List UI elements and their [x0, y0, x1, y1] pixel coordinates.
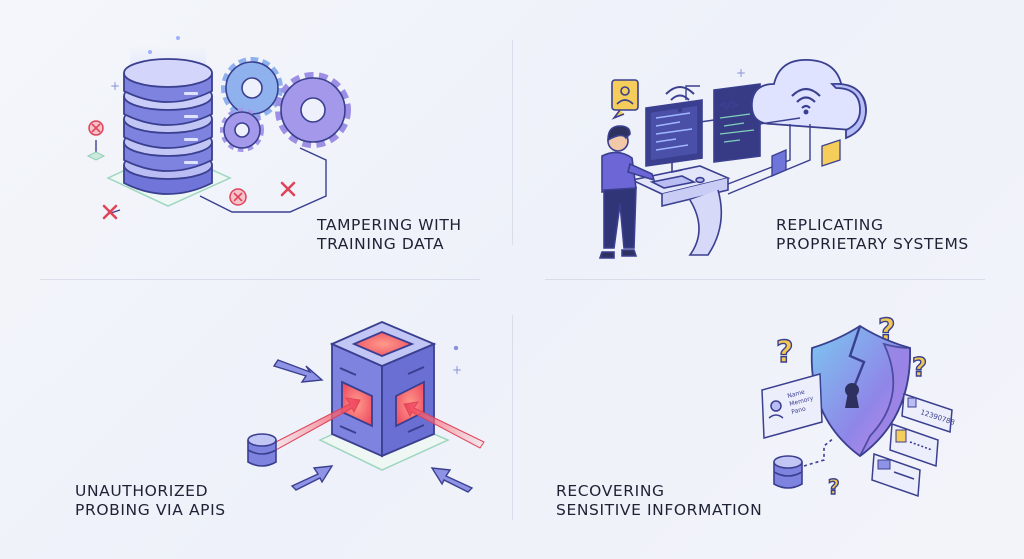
code-panel-icon: </> [713, 83, 761, 163]
database-icon [247, 433, 277, 467]
shield-icon [810, 324, 911, 458]
server-stack-icon: + [106, 36, 232, 207]
gear-icon [220, 57, 351, 152]
code-glyph: </> [720, 100, 738, 111]
doc-line-1: Name [787, 389, 806, 400]
document-card: Name Memory Pano [761, 373, 823, 439]
svg-text:?: ? [912, 353, 927, 383]
desk-workstation [629, 165, 731, 256]
doc-line-3: Pano [791, 405, 807, 416]
message-card [871, 452, 921, 498]
horizontal-divider-right [545, 279, 985, 280]
wifi-icon [665, 86, 695, 113]
panel-label-tampering: TAMPERING WITH TRAINING DATA [317, 216, 462, 253]
sparkle-plus: + [736, 66, 746, 80]
svg-text:?: ? [776, 335, 793, 370]
core-box-icon [329, 321, 437, 458]
person-icon [598, 125, 656, 259]
vertical-divider-bottom [512, 315, 513, 520]
id-number-card: 12390788 [901, 392, 956, 434]
lock-icon [845, 383, 859, 408]
svg-text:+: + [110, 79, 120, 93]
database-icon [773, 437, 835, 489]
horizontal-divider-left [40, 279, 480, 280]
tiny-tag-icons [771, 139, 841, 177]
x-mark-icon [102, 181, 296, 220]
profile-card [889, 422, 939, 468]
connection-lines [685, 85, 811, 195]
user-card-icon [611, 79, 639, 120]
svg-text:?: ? [828, 475, 840, 499]
svg-text:+: + [452, 363, 462, 377]
arrow-icon [271, 359, 485, 493]
panel-label-recovering: RECOVERING SENSITIVE INFORMATION [556, 482, 763, 519]
cloud-wifi-icon [750, 59, 867, 140]
panel-label-replicating: REPLICATING PROPRIETARY SYSTEMS [776, 216, 969, 253]
alert-circle-icon [86, 120, 247, 206]
panel-label-probing: UNAUTHORIZED PROBING VIA APIS [75, 482, 226, 519]
monitor-icon [645, 99, 703, 173]
vertical-divider-top [512, 40, 513, 245]
sparkle-dots: + [452, 345, 462, 377]
